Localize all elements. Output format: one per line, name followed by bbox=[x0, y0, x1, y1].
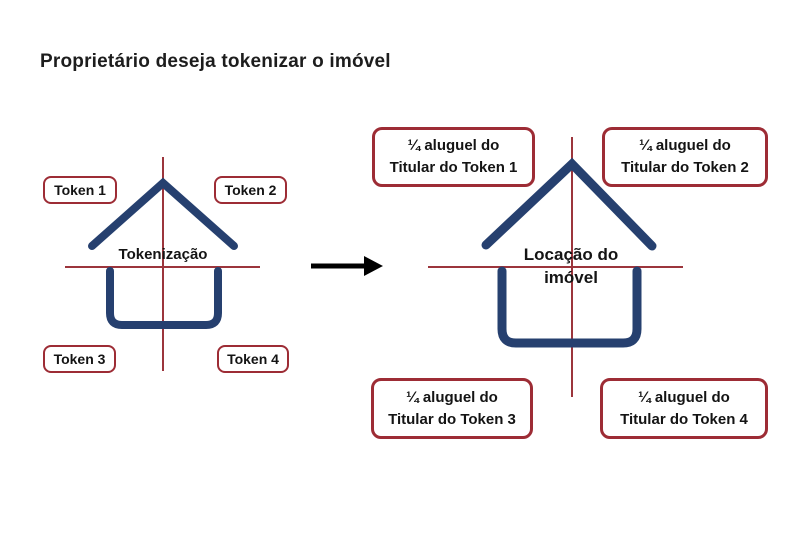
token-3-label: Token 3 bbox=[53, 351, 106, 367]
left-house-roof bbox=[88, 177, 238, 250]
left-house-walls bbox=[106, 267, 222, 329]
rent-share-box-4: ¼ aluguel do Titular do Token 4 bbox=[600, 378, 768, 439]
rent-share-2-line2: Titular do Token 2 bbox=[621, 159, 749, 176]
page-title: Proprietário deseja tokenizar o imóvel bbox=[40, 51, 391, 72]
rent-share-4-line1: ¼ aluguel do bbox=[638, 388, 730, 406]
rent-share-2-line1: ¼ aluguel do bbox=[639, 137, 731, 154]
token-2-label: Token 2 bbox=[224, 182, 277, 198]
right-house-roof bbox=[481, 157, 657, 251]
tokenization-label: Tokenização bbox=[118, 246, 208, 263]
rent-share-1-line2: Titular do Token 1 bbox=[389, 159, 518, 176]
token-4-box: Token 4 bbox=[217, 345, 289, 373]
rent-share-1-line1: ¼ aluguel do bbox=[407, 137, 500, 154]
token-1-box: Token 1 bbox=[43, 176, 117, 204]
right-house-walls bbox=[497, 266, 642, 348]
token-2-box: Token 2 bbox=[214, 176, 287, 204]
token-1-label: Token 1 bbox=[54, 182, 106, 198]
rental-label-line1: Locação do bbox=[523, 245, 619, 264]
rent-share-3-line2: Titular do Token 3 bbox=[388, 410, 516, 428]
arrow-head-icon bbox=[364, 256, 383, 276]
token-4-label: Token 4 bbox=[227, 351, 279, 367]
token-3-box: Token 3 bbox=[43, 345, 116, 373]
rent-share-box-1: ¼ aluguel do Titular do Token 1 bbox=[372, 127, 535, 187]
rent-share-4-line2: Titular do Token 4 bbox=[620, 410, 748, 428]
rent-share-box-3: ¼ aluguel do Titular do Token 3 bbox=[371, 378, 533, 439]
rental-label: Locação do imóvel bbox=[501, 243, 641, 289]
rent-share-3-line1: ¼ aluguel do bbox=[406, 388, 498, 406]
rental-label-line2: imóvel bbox=[544, 268, 598, 287]
rent-share-box-2: ¼ aluguel do Titular do Token 2 bbox=[602, 127, 768, 187]
